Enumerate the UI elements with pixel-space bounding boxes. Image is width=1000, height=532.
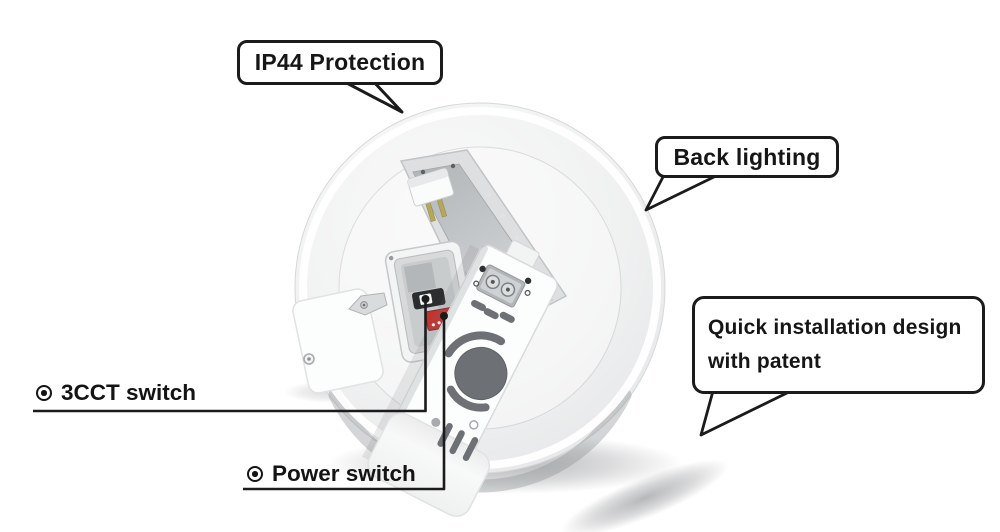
fisheye-bullet-icon [247, 466, 263, 482]
fisheye-bullet-icon [36, 385, 52, 401]
mounting-clip [348, 292, 388, 316]
label-3cct-switch: 3CCT switch [36, 380, 196, 406]
label-3cct-switch-text: 3CCT switch [61, 380, 197, 405]
callout-back-lighting-text: Back lighting [673, 143, 821, 170]
power-anchor-dot [440, 312, 448, 320]
back-lighting-callout-tail [644, 173, 719, 212]
callout-ip44-protection: IP44 Protection [237, 40, 443, 85]
panel-pad [403, 262, 436, 293]
power-connector-line [243, 316, 446, 491]
terminal-block [407, 168, 455, 222]
bracket-cast-shadow [362, 244, 482, 463]
callout-quick-install: Quick installation design with patent [692, 296, 985, 394]
callout-quick-install-line1: Quick installation design [708, 315, 962, 339]
bracket-center-hole [454, 346, 508, 400]
callout-quick-install-line2: with patent [708, 349, 822, 373]
cct-connector-line [33, 299, 427, 413]
quick-install-callout-tail [699, 389, 792, 437]
label-power-switch-text: Power switch [272, 461, 416, 486]
callout-back-lighting: Back lighting [655, 136, 839, 178]
annotation-layer [33, 78, 792, 491]
bracket-arc-slot [446, 385, 490, 412]
bracket-shadow [561, 459, 729, 532]
cct-anchor-dot [421, 295, 430, 303]
spring-tab [292, 288, 384, 394]
callout-ip44-text: IP44 Protection [254, 49, 426, 75]
bracket-arc-slot [444, 331, 506, 358]
label-power-switch: Power switch [247, 461, 416, 487]
bracket-connector-block [476, 264, 526, 308]
mounting-bracket [362, 240, 558, 517]
ip44-callout-tail [340, 78, 404, 114]
